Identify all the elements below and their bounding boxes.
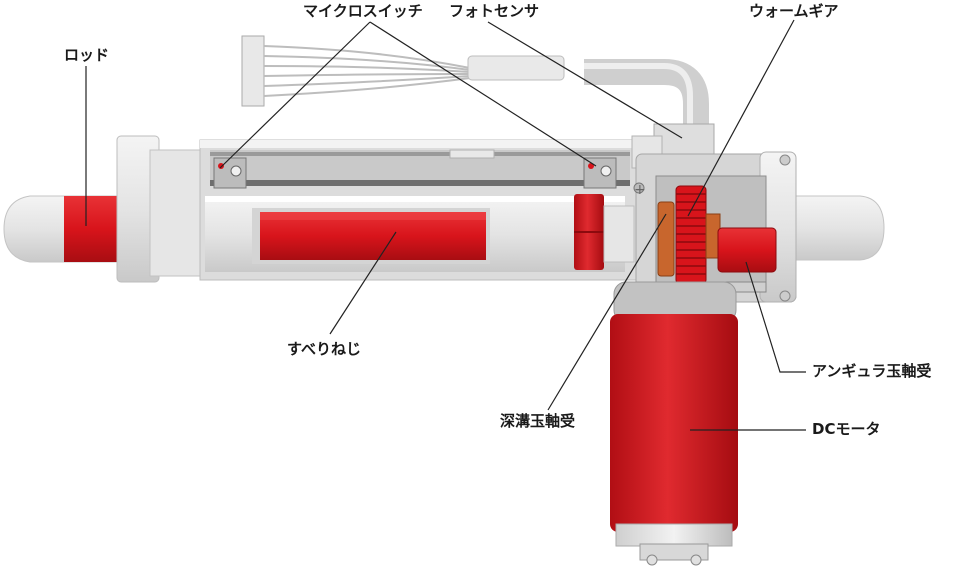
micro-switch-right: [583, 157, 617, 189]
screw-nut: [574, 194, 635, 270]
label-micro-switch: マイクロスイッチ: [303, 2, 423, 20]
label-photo-sensor: フォトセンサ: [449, 2, 540, 20]
label-deep-groove-bearing: 深溝玉軸受: [500, 412, 576, 430]
rod: [3, 195, 131, 263]
rear-shaft-end: [789, 195, 885, 261]
worm-gear: [675, 185, 721, 285]
dc-motor: [610, 281, 738, 566]
label-slide-screw: すべりねじ: [287, 340, 361, 358]
svg-text:+: +: [634, 182, 646, 198]
leader-lines: [85, 19, 806, 431]
label-rod: ロッド: [64, 46, 110, 64]
deep-groove-bearing: [657, 201, 675, 277]
label-dc-motor: DCモータ: [812, 420, 881, 438]
sensor-cable: [241, 35, 565, 107]
label-worm-gear: ウォームギア: [749, 2, 839, 20]
label-angular-bearing: アンギュラ玉軸受: [812, 362, 932, 380]
slide-screw: [252, 208, 490, 264]
micro-switch-left: [213, 157, 247, 189]
cable-pipe: [584, 59, 709, 128]
end-cap: [116, 135, 213, 283]
